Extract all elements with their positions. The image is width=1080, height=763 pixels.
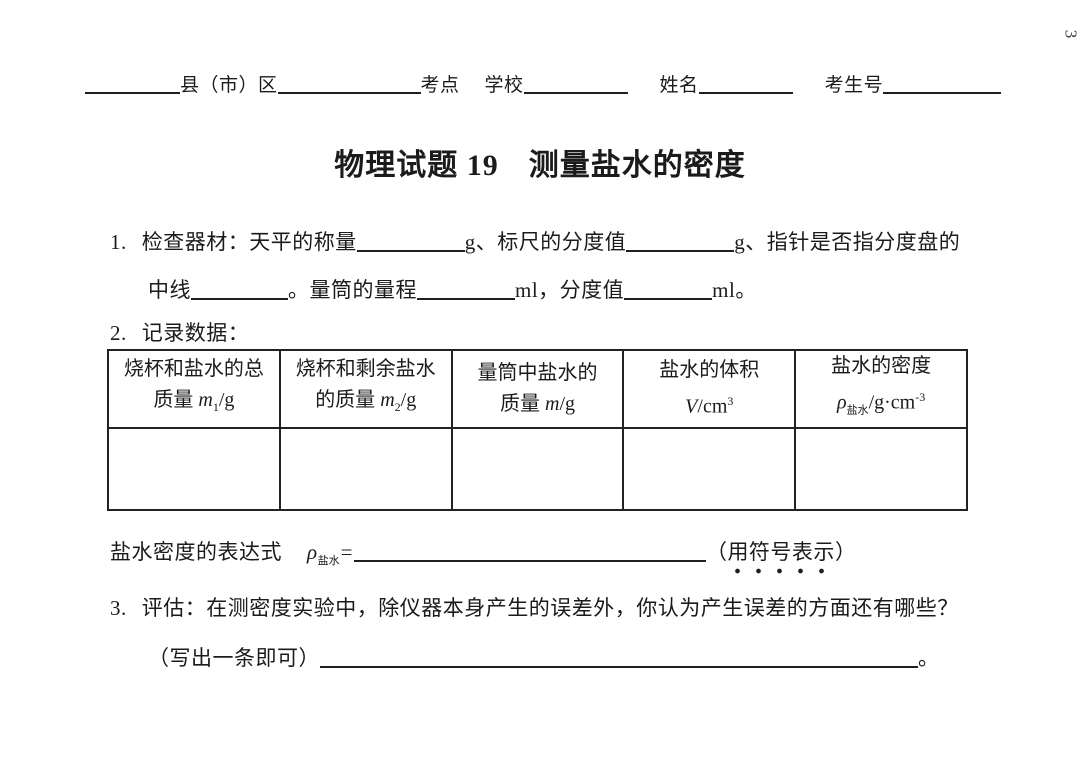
expression-label: 盐水密度的表达式 xyxy=(110,540,282,564)
q3-period: 。 xyxy=(918,646,940,670)
paper-title: 物理试题 19 测量盐水的密度 xyxy=(0,140,1080,184)
symbol-rho: ρ xyxy=(307,540,318,564)
header-line1: 量筒中盐水的 xyxy=(477,361,598,384)
question-1-number: 1. xyxy=(110,230,127,254)
empty-cell-remaining-mass xyxy=(278,426,453,511)
header-line1: 烧杯和盐水的总 xyxy=(123,358,264,381)
empty-cell-cylinder-mass xyxy=(450,426,625,511)
header-line1: 盐水的体积 xyxy=(659,359,760,381)
blank-exam-site xyxy=(277,73,421,94)
table-body xyxy=(107,426,968,511)
note-open-paren: （ xyxy=(705,540,728,564)
blank-cylinder-range xyxy=(417,277,515,300)
density-expression-line: 盐水密度的表达式 ρ盐水= （用符号表示） xyxy=(110,536,856,574)
blank-evaluation-answer xyxy=(320,645,918,668)
symbol-m1: m xyxy=(198,389,213,412)
blank-school xyxy=(523,73,628,94)
q1-text-1: 检查器材：天平的称量 xyxy=(141,230,357,254)
question-2-number: 2. xyxy=(110,321,127,345)
header-line2: 质量 m1/g xyxy=(153,389,235,415)
symbol-rho: ρ xyxy=(836,391,847,414)
q2-text: 记录数据： xyxy=(141,321,250,345)
q3-text: 评估：在测密度实验中，除仪器本身产生的误差外，你认为产生误差的方面还有哪些？ xyxy=(141,596,959,620)
table-header-row: 烧杯和盐水的总 质量 m1/g 烧杯和剩余盐水 的质量 m2/g 量筒中盐水的 … xyxy=(107,349,968,429)
header-cell-total-mass: 烧杯和盐水的总 质量 m1/g xyxy=(107,349,281,429)
header-cell-volume: 盐水的体积 V/cm3 xyxy=(622,349,797,429)
question-1-line-1: 1. 检查器材：天平的称量 g、标尺的分度值 g、指针是否指分度盘的 xyxy=(110,226,960,256)
header-line2: ρ盐水/g·cm-3 xyxy=(836,390,926,417)
header-cell-cylinder-mass: 量筒中盐水的 质量 m/g xyxy=(450,349,625,429)
side-page-number: 3 xyxy=(1060,29,1080,39)
school-label: 学校 xyxy=(484,75,524,96)
blank-scale-division xyxy=(626,229,735,252)
blank-balance-capacity xyxy=(356,229,465,252)
table-header: 烧杯和盐水的总 质量 m1/g 烧杯和剩余盐水 的质量 m2/g 量筒中盐水的 … xyxy=(107,349,968,429)
q1-text-6: ml，分度值 xyxy=(515,278,625,302)
q1-text-4: 中线 xyxy=(148,278,191,302)
question-3-number: 3. xyxy=(110,596,127,620)
candidate-no-label: 考生号 xyxy=(824,75,884,96)
symbol-V: V xyxy=(685,395,698,418)
q1-text-2: g、标尺的分度值 xyxy=(464,230,627,254)
blank-density-expression xyxy=(353,539,706,562)
header-cell-density: 盐水的密度 ρ盐水/g·cm-3 xyxy=(794,349,968,429)
name-label: 姓名 xyxy=(659,75,699,96)
blank-county xyxy=(85,73,180,94)
symbol-m: m xyxy=(544,392,560,415)
header-line1: 烧杯和剩余盐水 xyxy=(295,358,436,381)
header-line2: V/cm3 xyxy=(685,394,734,418)
question-1-line-2: 中线 。量筒的量程 ml，分度值 ml。 xyxy=(148,274,757,304)
registration-line: 县（市）区 考点 学校 姓名 考生号 xyxy=(85,70,1002,97)
blank-name xyxy=(698,73,793,94)
exam-site-label: 考点 xyxy=(420,75,460,96)
q1-text-3: g、指针是否指分度盘的 xyxy=(734,230,961,254)
note-emphasized-text: 用符号表示 xyxy=(727,536,835,574)
header-line1: 盐水的密度 xyxy=(831,355,932,377)
header-line2: 质量 m/g xyxy=(499,392,575,415)
empty-cell-total-mass xyxy=(107,426,281,511)
blank-pointer-midline xyxy=(191,277,288,300)
question-3-line-1: 3. 评估：在测密度实验中，除仪器本身产生的误差外，你认为产生误差的方面还有哪些？ xyxy=(110,592,959,622)
q1-text-7: ml。 xyxy=(712,278,757,302)
blank-candidate-no xyxy=(883,73,1002,94)
equals-sign: = xyxy=(340,540,353,564)
county-label: 县（市）区 xyxy=(180,75,278,96)
data-record-table: 烧杯和盐水的总 质量 m1/g 烧杯和剩余盐水 的质量 m2/g 量筒中盐水的 … xyxy=(107,349,968,511)
q1-text-5: 。量筒的量程 xyxy=(288,278,417,302)
blank-cylinder-division xyxy=(624,277,713,300)
paper-title-number: 物理试题 19 xyxy=(334,149,499,182)
question-3-line-2: （写出一条即可） 。 xyxy=(148,642,940,672)
empty-cell-volume xyxy=(622,426,797,511)
empty-cell-density xyxy=(794,426,968,511)
question-2-label: 2. 记录数据： xyxy=(110,317,249,347)
header-line2: 的质量 m2/g xyxy=(315,389,417,415)
symbol-m2: m xyxy=(380,389,395,412)
q3-hint: （写出一条即可） xyxy=(148,646,320,670)
note-close-paren: ） xyxy=(834,540,857,564)
empty-data-row xyxy=(107,426,968,511)
paper-title-topic: 测量盐水的密度 xyxy=(528,149,746,182)
symbol-rho-subscript: 盐水 xyxy=(317,555,340,568)
header-cell-remaining-mass: 烧杯和剩余盐水 的质量 m2/g xyxy=(278,349,453,429)
